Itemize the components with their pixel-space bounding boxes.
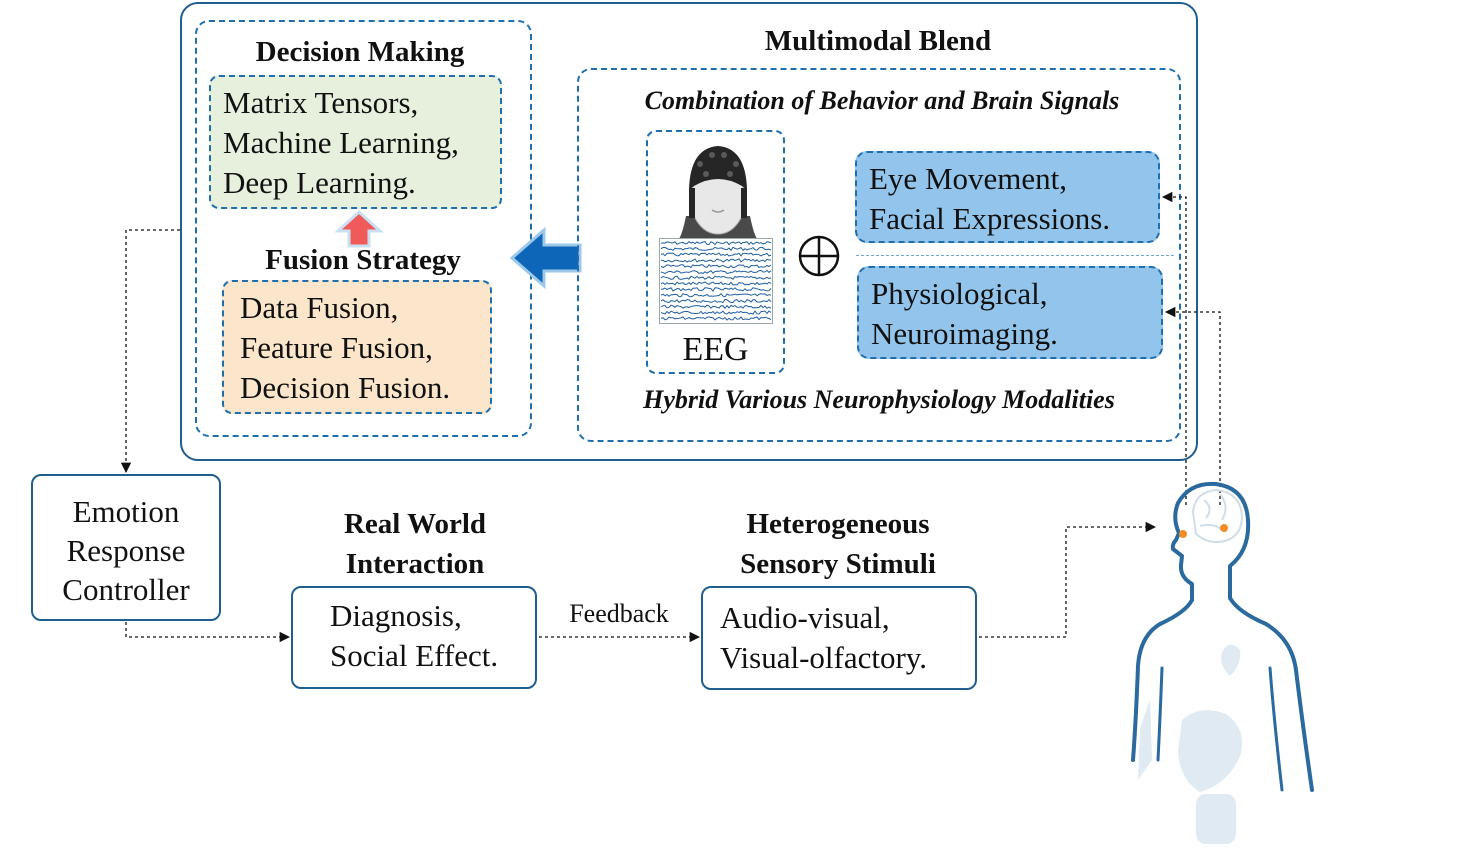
physio-modality-2: Neuroimaging. [871, 316, 1058, 351]
eeg-trace [660, 287, 772, 292]
eeg-trace [660, 281, 772, 286]
decision-making-title: Decision Making [255, 36, 465, 68]
hybrid-modalities-caption: Hybrid Various Neurophysiology Modalitie… [643, 385, 1115, 414]
multimodal-container [577, 68, 1181, 442]
stimuli-item-2: Visual-olfactory. [720, 640, 928, 675]
eeg-trace [660, 304, 772, 310]
stimuli-box: Audio-visual, Visual-olfactory. [701, 586, 977, 690]
real-world-item-1: Diagnosis, [330, 598, 462, 633]
feedback-label: Feedback [569, 599, 669, 628]
plus-circle-icon [798, 235, 840, 277]
eeg-trace [660, 316, 772, 321]
eeg-trace [660, 298, 772, 304]
behavior-modality-box: Eye Movement, Facial Expressions. [855, 151, 1160, 243]
physio-modality-1: Physiological, [871, 276, 1048, 311]
real-world-title-2: Interaction [345, 548, 485, 580]
real-world-box: Diagnosis, Social Effect. [291, 586, 537, 689]
behavior-brain-caption: Combination of Behavior and Brain Signal… [644, 86, 1120, 115]
connector-human-to-behavior [1161, 191, 1187, 505]
eeg-box [646, 130, 785, 374]
fusion-strategy-title: Fusion Strategy [265, 244, 461, 276]
decision-method-2: Machine Learning, [223, 125, 459, 160]
eeg-trace [660, 263, 772, 269]
decision-method-1: Matrix Tensors, [223, 85, 419, 120]
eeg-trace [661, 258, 772, 263]
eeg-cap-head-icon [678, 146, 758, 240]
eeg-trace [661, 240, 772, 246]
up-arrow-icon [334, 209, 384, 248]
controller-line-3: Controller [62, 572, 190, 607]
physiological-modality-box: Physiological, Neuroimaging. [857, 266, 1163, 359]
organs-icon [1138, 644, 1243, 844]
connector-human-to-physio [1164, 306, 1221, 505]
connector-system-to-controller [120, 229, 180, 474]
stimuli-title-2: Sensory Stimuli [740, 548, 936, 580]
decision-making-box: Matrix Tensors, Machine Learning, Deep L… [209, 75, 502, 209]
fusion-method-2: Feature Fusion, [240, 330, 433, 365]
fusion-strategy-box: Data Fusion, Feature Fusion, Decision Fu… [222, 280, 492, 414]
real-world-item-2: Social Effect. [330, 638, 499, 673]
modality-divider [856, 255, 1174, 256]
left-arrow-icon [509, 226, 582, 290]
behavior-modality-2: Facial Expressions. [869, 201, 1111, 236]
eeg-trace [660, 275, 772, 280]
brain-icon [1191, 488, 1244, 543]
connector-stimuli-to-human [979, 521, 1157, 638]
fusion-method-1: Data Fusion, [240, 290, 399, 325]
emotion-response-controller-box: Emotion Response Controller [31, 474, 221, 621]
eeg-trace [660, 252, 772, 257]
controller-line-1: Emotion [72, 494, 180, 529]
decision-method-3: Deep Learning. [223, 165, 416, 200]
behavior-modality-1: Eye Movement, [869, 161, 1068, 196]
eeg-trace [660, 246, 772, 252]
fusion-method-3: Decision Fusion. [240, 370, 451, 405]
connector-controller-to-realworld [125, 622, 291, 643]
stimuli-title: Heterogeneous Sensory Stimuli [700, 504, 976, 584]
real-world-title: Real World Interaction [290, 504, 540, 584]
forehead-sensor-icon [1179, 530, 1187, 538]
real-world-title-1: Real World [343, 508, 487, 540]
controller-line-2: Response [66, 533, 186, 568]
eeg-trace [660, 269, 772, 275]
brain-sensor-icon [1220, 524, 1228, 532]
stimuli-title-1: Heterogeneous [746, 508, 930, 540]
eeg-trace [660, 310, 772, 315]
human-figure-icon [1131, 481, 1314, 792]
eeg-signal-plot [659, 238, 773, 324]
decision-fusion-container [195, 20, 532, 437]
multimodal-blend-title: Multimodal Blend [764, 25, 992, 57]
eeg-label: EEG [682, 331, 749, 368]
eeg-trace [660, 292, 772, 298]
system-frame [180, 2, 1198, 461]
stimuli-item-1: Audio-visual, [720, 600, 890, 635]
